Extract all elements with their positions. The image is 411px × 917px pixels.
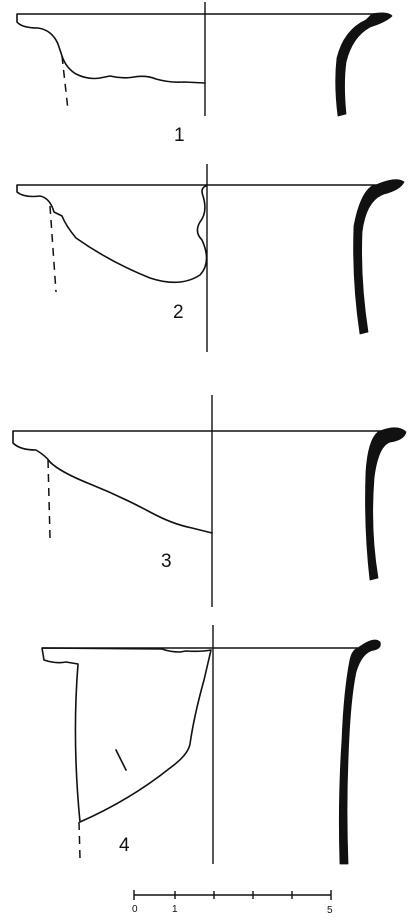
vessel-4-surface-stroke (115, 749, 127, 771)
vessel-1-dashed-wall (61, 55, 69, 111)
vessel-1-profile (16, 13, 206, 84)
vessel-4-drawing: 4 (41, 625, 381, 865)
vessel-1-number: 1 (174, 125, 185, 146)
vessel-1-section (335, 12, 393, 117)
vessel-3-profile (12, 430, 213, 534)
vessel-2-profile (16, 184, 208, 284)
scale-bar: 0 1 5 (132, 890, 333, 916)
vessel-3-drawing: 3 (12, 395, 407, 607)
vessel-1-drawing: 1 (16, 2, 393, 146)
vessel-2-number: 2 (173, 302, 184, 323)
vessel-4-dashed-wall (78, 821, 81, 859)
scale-label-5: 5 (327, 905, 333, 916)
vessel-3-section (365, 427, 407, 581)
scale-label-0: 0 (132, 904, 138, 915)
vessel-2-dashed-wall (49, 205, 57, 293)
vessel-4-section (338, 639, 381, 865)
vessel-3-dashed-wall (47, 459, 51, 539)
scale-label-1: 1 (172, 904, 178, 915)
vessel-4-profile (41, 647, 212, 823)
vessel-4-number: 4 (119, 835, 130, 856)
vessel-2-section (353, 179, 405, 335)
vessel-2-drawing: 2 (16, 164, 405, 352)
vessel-3-number: 3 (161, 551, 172, 572)
